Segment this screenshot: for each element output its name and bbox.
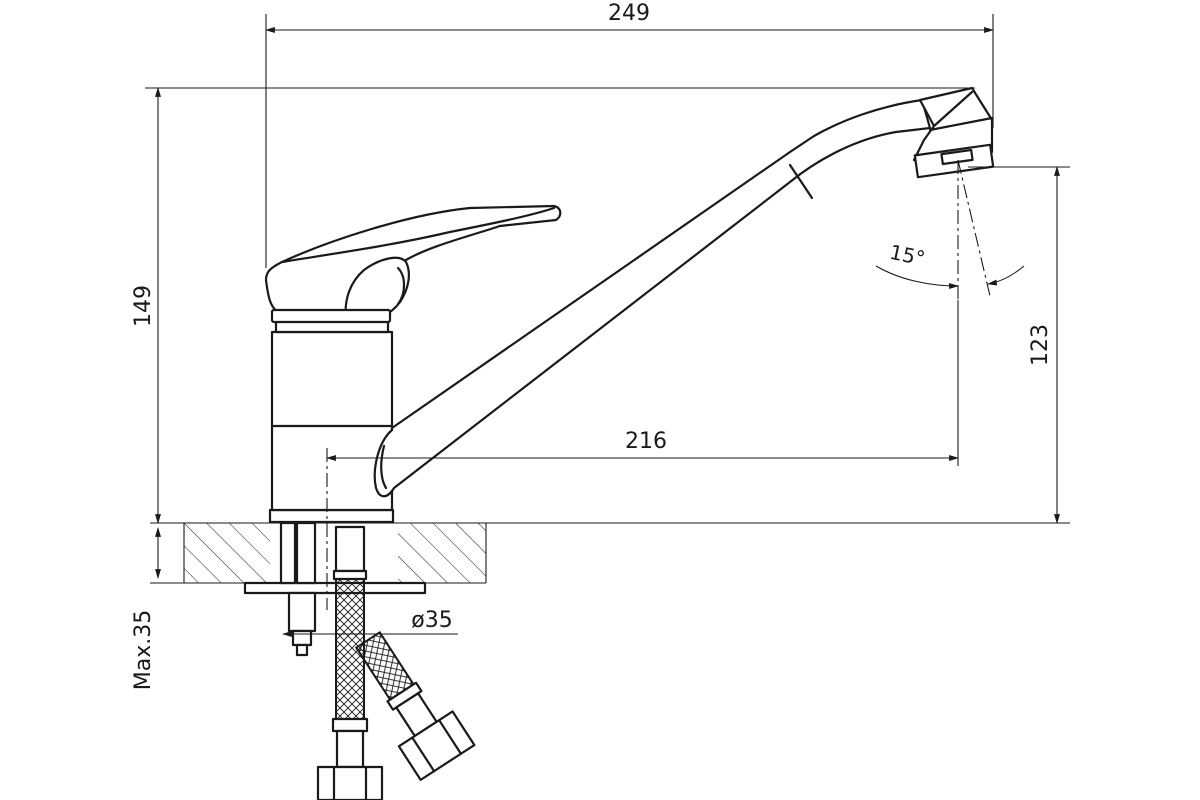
mounting-stud (279, 521, 317, 657)
spout-reach-label: 216 (625, 429, 667, 454)
spout (373, 86, 995, 498)
dimension-max-mount-thickness: Max.35 (131, 527, 161, 690)
spout-height-label: 123 (1028, 324, 1053, 366)
centerlines (326, 159, 991, 610)
overall-width-label: 249 (608, 1, 650, 26)
overall-height-label: 149 (131, 285, 156, 327)
lever-handle (264, 204, 562, 324)
dimension-spout-reach: 216 (326, 300, 959, 466)
faucet-body (270, 318, 394, 512)
hole-diameter-label: ø35 (411, 608, 452, 633)
dimension-swivel-angle: 15° (875, 240, 1025, 289)
swivel-angle-label: 15° (888, 240, 928, 271)
dimension-spout-height: 123 (968, 166, 1070, 524)
supply-hose-straight (316, 525, 384, 800)
supply-hose-angled (354, 630, 476, 781)
dimension-overall-height: 149 (131, 87, 975, 524)
max-mount-thickness-label: Max.35 (131, 610, 156, 690)
dimension-overall-width: 249 (265, 1, 994, 268)
dimension-hole-diameter: ø35 (282, 608, 458, 637)
